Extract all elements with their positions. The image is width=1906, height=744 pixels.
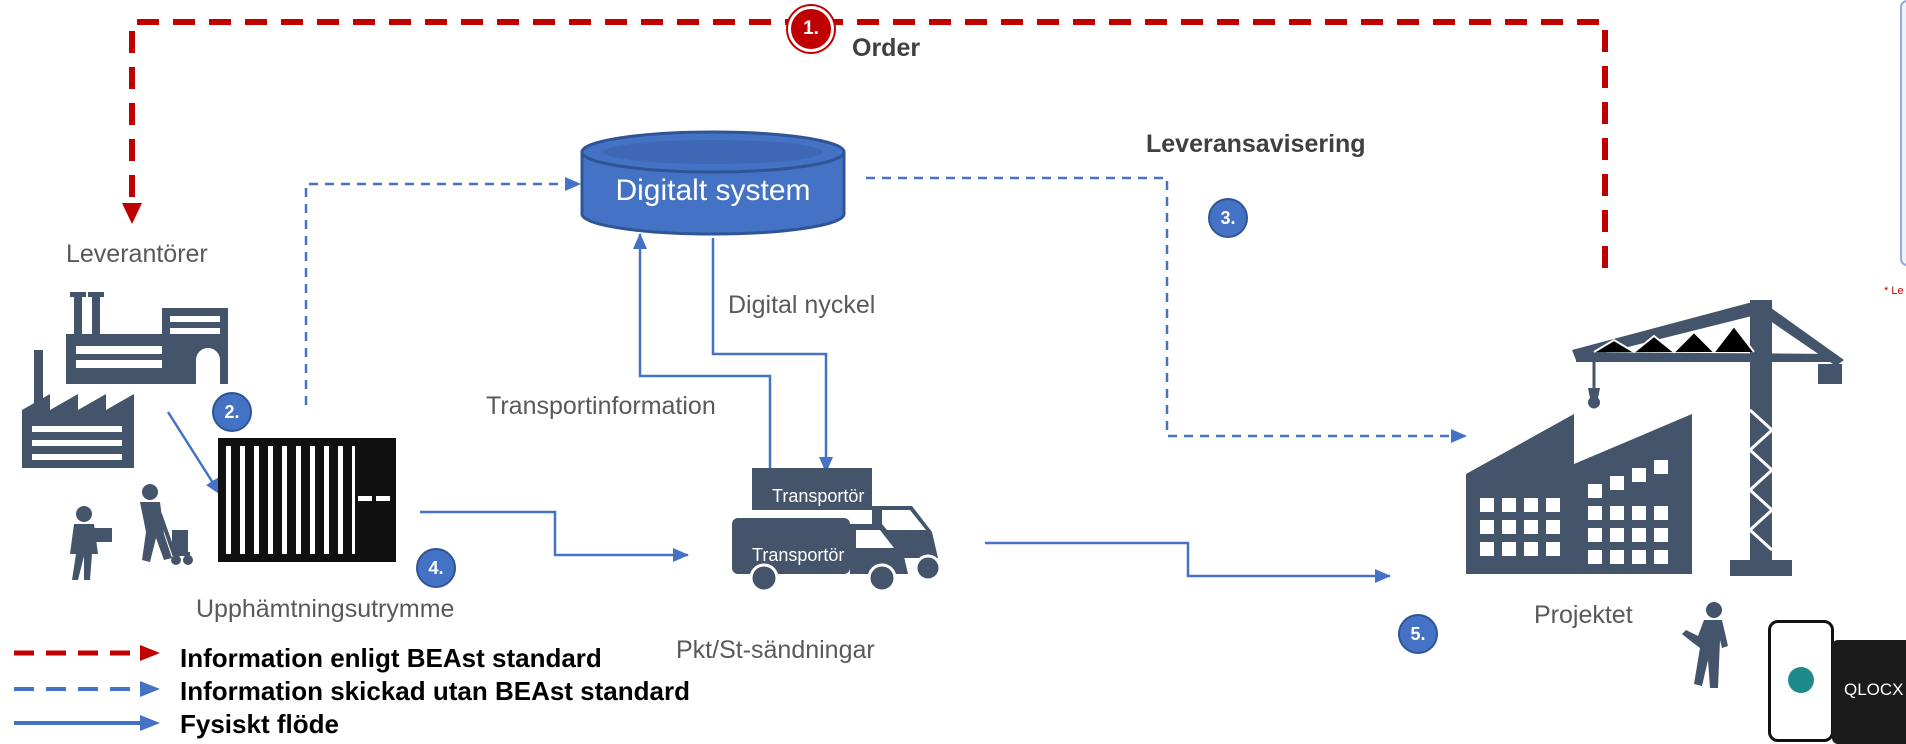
technician-icon	[1682, 602, 1728, 688]
lock-device-icon: QLOCX	[1832, 640, 1906, 744]
carrier-bottom-label: Transportör	[752, 545, 845, 565]
transport-info-line	[633, 233, 772, 470]
delivery-notice-line	[866, 176, 1467, 443]
container-to-van-line	[420, 510, 689, 562]
van-icon	[732, 468, 942, 593]
phone-icon	[1768, 620, 1834, 742]
brand-label: QLOCX	[1844, 680, 1904, 699]
legend-item-red-dashed: Information enligt BEAst standard	[180, 643, 602, 673]
workers-icon	[70, 484, 193, 580]
supplier-to-container-line	[166, 411, 222, 495]
warehouse-icon	[22, 350, 134, 468]
order-label: Order	[852, 34, 921, 62]
step-5-badge: 5.	[1398, 614, 1438, 654]
step-2-badge: 2.	[212, 392, 252, 432]
container-icon	[218, 438, 396, 562]
digital-key-line	[711, 238, 833, 473]
building-icon	[1466, 414, 1692, 574]
digital-key-label: Digital nyckel	[728, 291, 876, 319]
digital-system-label: Digitalt system	[615, 174, 811, 207]
step-4-badge: 4.	[416, 548, 456, 588]
order-flow-line	[129, 19, 1608, 268]
crane-icon	[1572, 300, 1844, 576]
project-label: Projektet	[1534, 601, 1633, 629]
order-arrow-head	[122, 203, 142, 224]
suppliers-label: Leverantörer	[66, 240, 208, 268]
van-to-project-line	[985, 541, 1391, 583]
legend-item-blue-dashed: Information skickad utan BEAst standard	[180, 676, 690, 706]
step-3-badge: 3.	[1208, 198, 1248, 238]
info-card	[1900, 0, 1906, 266]
delivery-notice-label: Leveransavisering	[1146, 130, 1366, 158]
factory-icon	[66, 292, 228, 384]
legend-item-blue-solid: Fysiskt flöde	[180, 709, 339, 739]
supplier-to-system-line	[304, 177, 581, 405]
carrier-top-label: Transportör	[772, 486, 865, 506]
footnote-text: * Le	[1884, 285, 1904, 297]
shipments-label: Pkt/St-sändningar	[676, 636, 875, 664]
pickup-room-label: Upphämtningsutrymme	[196, 595, 455, 623]
step-1-badge: 1.	[788, 6, 834, 52]
transport-info-label: Transportinformation	[486, 392, 716, 420]
database-icon	[580, 130, 846, 236]
